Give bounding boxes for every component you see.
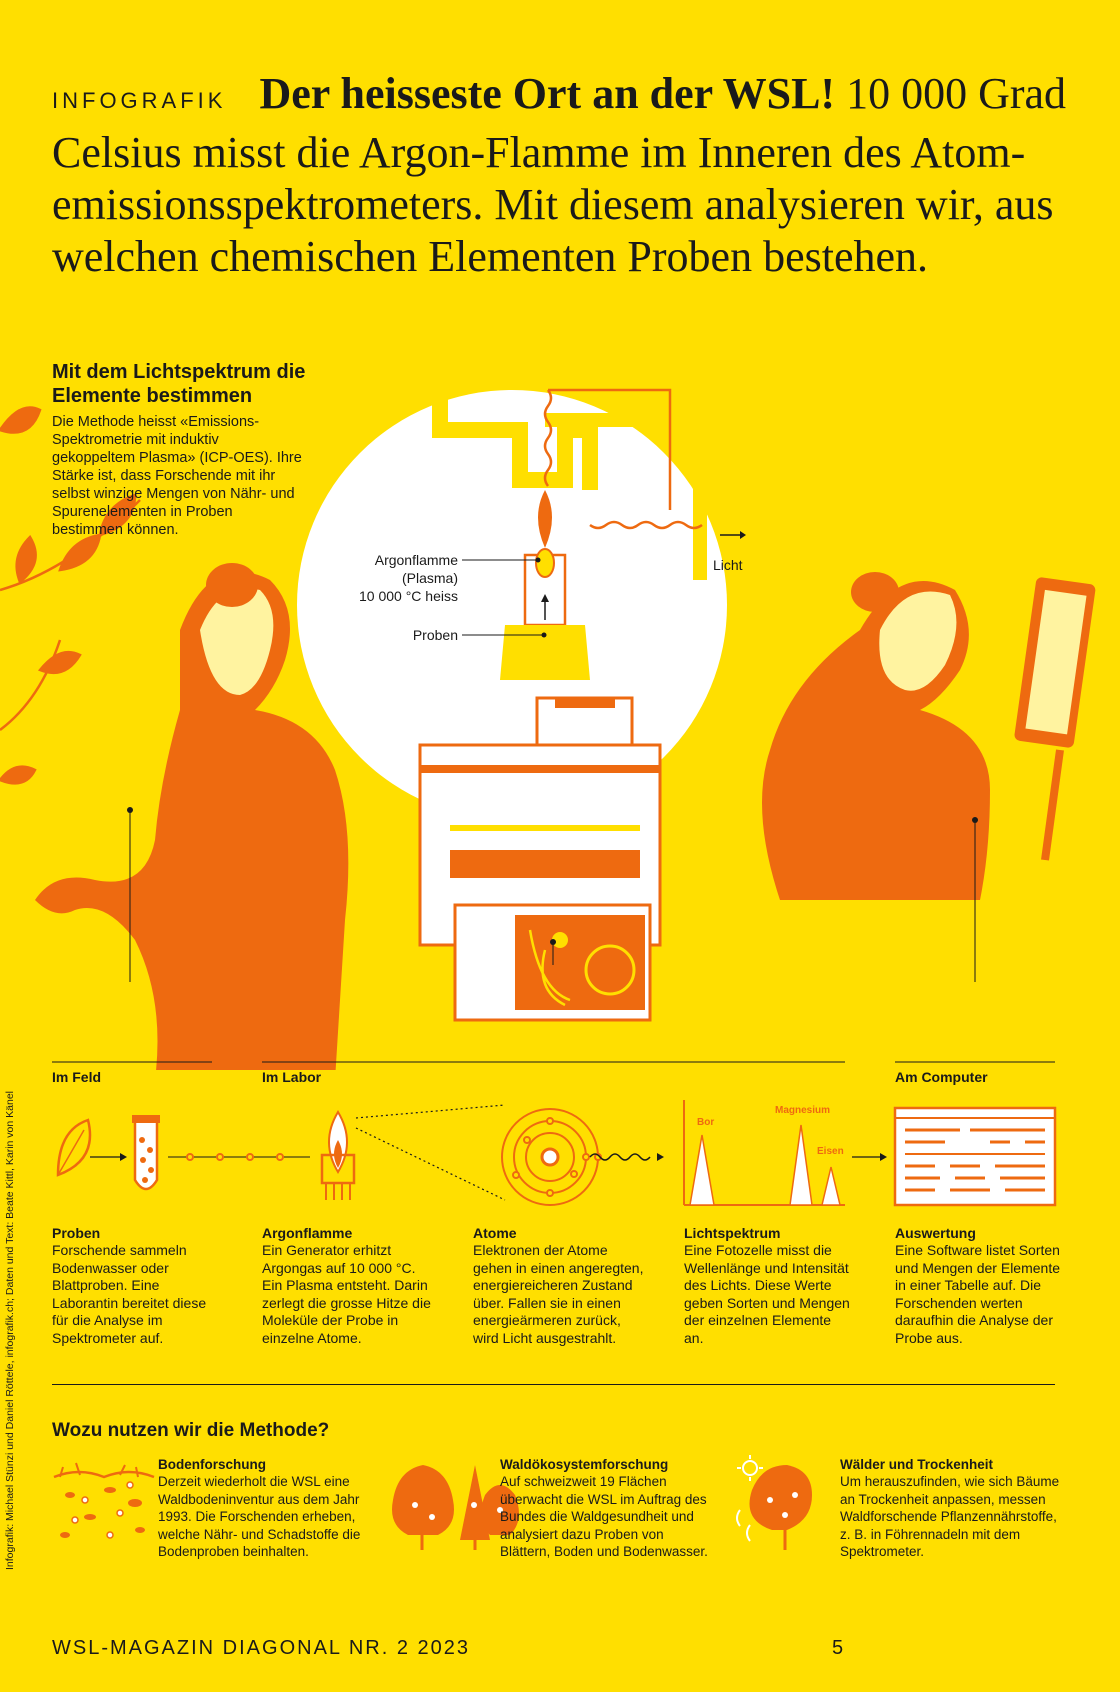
- researcher-field: [35, 571, 349, 1070]
- section-computer: Am Computer: [895, 1069, 988, 1085]
- step-text: Eine Software listet Sorten und Mengen d…: [895, 1242, 1060, 1346]
- step-atoms: Atome Elektronen der Atome gehen in eine…: [473, 1224, 648, 1347]
- step-title: Lichtspektrum: [684, 1225, 781, 1241]
- label-flame: Argonflamme (Plasma) 10 000 °C heiss: [359, 552, 458, 604]
- headline-rest: 10 000 Grad Celsius misst die Argon-Flam…: [52, 69, 1067, 281]
- spectrum-label-eisen: Eisen: [817, 1146, 844, 1157]
- process-icons: [56, 1100, 1057, 1207]
- soil-icon: [53, 1462, 155, 1539]
- use-text: Auf schweizweit 19 Flächen überwacht die…: [500, 1474, 708, 1559]
- label-light: Licht: [713, 557, 743, 573]
- main-illustration: [0, 370, 1096, 1070]
- researcher-computer-face: [879, 591, 957, 691]
- step-title: Atome: [473, 1225, 517, 1241]
- light-arrow-head: [740, 531, 746, 539]
- intro-text: Die Methode heisst «Emissions-Spektromet…: [52, 414, 302, 538]
- samples-arrow-head: [541, 594, 549, 602]
- uses-heading: Wozu nutzen wir die Methode?: [52, 1420, 330, 1441]
- section-lab: Im Labor: [262, 1069, 322, 1085]
- divider: [52, 1384, 1055, 1385]
- spectrum-label-bor: Bor: [697, 1117, 715, 1128]
- spectrum-label-magnesium: Magnesium: [775, 1105, 831, 1116]
- credit: Infografik: Michael Stünzi und Daniel Rö…: [4, 1091, 16, 1570]
- atom-icon: [501, 1108, 602, 1206]
- step-title: Argonflamme: [262, 1225, 353, 1241]
- torch-frame: [432, 370, 598, 490]
- uses-icons: [53, 1455, 812, 1550]
- use-title: Wälder und Trockenheit: [840, 1457, 994, 1472]
- step-spectrum: Lichtspektrum Eine Fotozelle misst die W…: [684, 1224, 854, 1347]
- use-drought: Wälder und Trockenheit Um herauszufinden…: [840, 1456, 1065, 1561]
- drought-tree-icon: [736, 1455, 812, 1550]
- section-field: Im Feld: [52, 1069, 102, 1085]
- forest-icon: [392, 1465, 519, 1550]
- use-title: Waldökosystemforschung: [500, 1457, 669, 1472]
- inner-flame: [535, 548, 555, 578]
- step-samples: Proben Forschende sammeln Bodenwasser od…: [52, 1224, 222, 1347]
- machine-stripe: [450, 850, 640, 878]
- plasma-flame: [538, 490, 552, 548]
- researcher-field-face: [200, 588, 274, 695]
- page-number: 5: [832, 1637, 844, 1659]
- leaf-icon: [56, 1118, 92, 1177]
- step-argon-flame: Argonflamme Ein Generator erhitzt Argong…: [262, 1224, 432, 1347]
- pump-compartment: [515, 915, 645, 1010]
- step-text: Eine Fotozelle misst die Wellenlänge und…: [684, 1242, 850, 1346]
- step-title: Proben: [52, 1225, 101, 1241]
- intro-title: Mit dem Lichtspektrum die Elemente besti…: [52, 361, 306, 407]
- headline-bold: Der heisseste Ort an der WSL!: [259, 69, 836, 118]
- use-text: Um herauszufinden, wie sich Bäume an Tro…: [840, 1474, 1060, 1559]
- step-title: Auswertung: [895, 1225, 976, 1241]
- light-path: [543, 388, 703, 530]
- footer-magazine: WSL-MAGAZIN DIAGONAL NR. 2 2023: [52, 1637, 471, 1659]
- step-text: Elektronen der Atome gehen in einen ange…: [473, 1242, 644, 1346]
- spectrum-icon: [683, 1100, 845, 1206]
- use-soil: Bodenforschung Derzeit wiederholt die WS…: [158, 1456, 373, 1561]
- results-table-icon: [893, 1106, 1057, 1207]
- use-text: Derzeit wiederholt die WSL eine Waldbode…: [158, 1474, 361, 1559]
- leaf-branch: [0, 406, 141, 785]
- step-text: Ein Generator erhitzt Argongas auf 10 00…: [262, 1242, 431, 1346]
- headline: INFOGRAFIK Der heisseste Ort an der WSL!…: [52, 68, 1082, 283]
- label-samples: Proben: [412, 627, 458, 643]
- flame-icon: [320, 1110, 356, 1200]
- test-tube-icon: [132, 1115, 160, 1191]
- section-rules: [52, 1061, 1055, 1063]
- step-evaluation: Auswertung Eine Software listet Sorten u…: [895, 1224, 1065, 1347]
- step-text: Forschende sammeln Bodenwasser oder Blat…: [52, 1242, 207, 1346]
- kicker: INFOGRAFIK: [52, 88, 227, 113]
- use-title: Bodenforschung: [158, 1457, 266, 1472]
- torch-base: [500, 625, 590, 680]
- use-forest-ecosystem: Waldökosystemforschung Auf schweizweit 1…: [500, 1456, 715, 1561]
